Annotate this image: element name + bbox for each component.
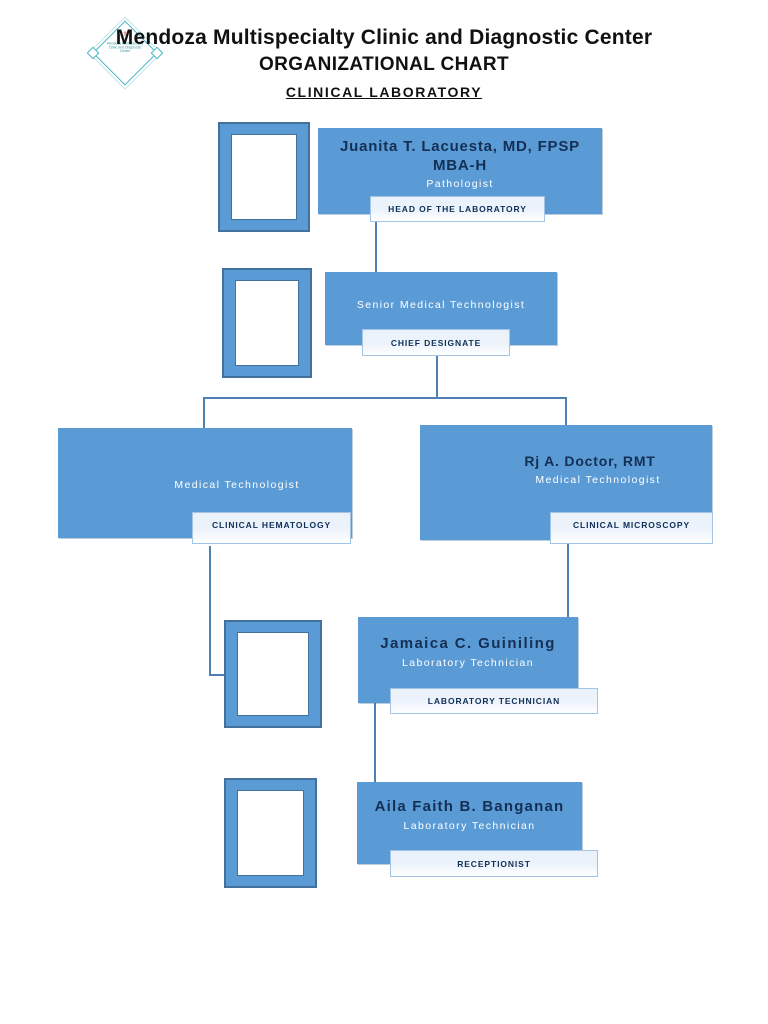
page-header: Mendoza Multispecialty Clinic and Diagno… — [0, 26, 768, 100]
person-role: Senior Medical Technologist — [356, 299, 526, 311]
position-label: LABORATORY TECHNICIAN — [390, 688, 598, 714]
connector-line — [375, 220, 377, 272]
person-name: Juanita T. Lacuesta, MD, FPSP MBA-H — [340, 137, 580, 174]
photo-placeholder — [224, 620, 322, 728]
person-name: Jamaica C. Guiniling — [380, 635, 556, 653]
person-name: Rj A. Doctor, RMT — [524, 453, 656, 470]
connector-line — [436, 355, 438, 398]
position-label: RECEPTIONIST — [390, 850, 598, 877]
chart-title: ORGANIZATIONAL CHART — [258, 54, 510, 75]
position-label: CLINICAL HEMATOLOGY — [192, 512, 351, 544]
connector-line — [203, 397, 567, 399]
caduceus-icon: ⚕ — [123, 31, 127, 38]
photo-frame — [231, 134, 297, 220]
connector-line — [565, 397, 567, 426]
department-subtitle: CLINICAL LABORATORY — [285, 84, 483, 100]
connector-line — [567, 544, 569, 618]
connector-line — [209, 674, 225, 676]
photo-frame — [235, 280, 299, 366]
connector-line — [203, 397, 205, 428]
connector-line — [209, 546, 211, 676]
person-role: Laboratory Technician — [403, 819, 536, 832]
photo-placeholder — [218, 122, 310, 232]
photo-placeholder — [224, 778, 317, 888]
photo-frame — [237, 790, 304, 876]
clinic-title: Mendoza Multispecialty Clinic and Diagno… — [115, 26, 653, 49]
logo-text: Mendoza Multispecialty Clinic and Diagno… — [106, 42, 144, 53]
person-name: Aila Faith B. Banganan — [374, 798, 565, 816]
person-role: Laboratory Technician — [402, 656, 534, 669]
connector-line — [374, 701, 376, 784]
person-role: Pathologist — [426, 178, 494, 191]
position-label: CLINICAL MICROSCOPY — [550, 512, 713, 544]
photo-frame — [237, 632, 309, 716]
position-label: HEAD OF THE LABORATORY — [370, 196, 545, 222]
clinic-logo: ⚕ Mendoza Multispecialty Clinic and Diag… — [86, 16, 164, 90]
person-role: Medical Technologist — [174, 478, 300, 491]
person-role: Medical Technologist — [535, 473, 661, 486]
position-label: CHIEF DESIGNATE — [362, 329, 510, 356]
photo-placeholder — [222, 268, 312, 378]
